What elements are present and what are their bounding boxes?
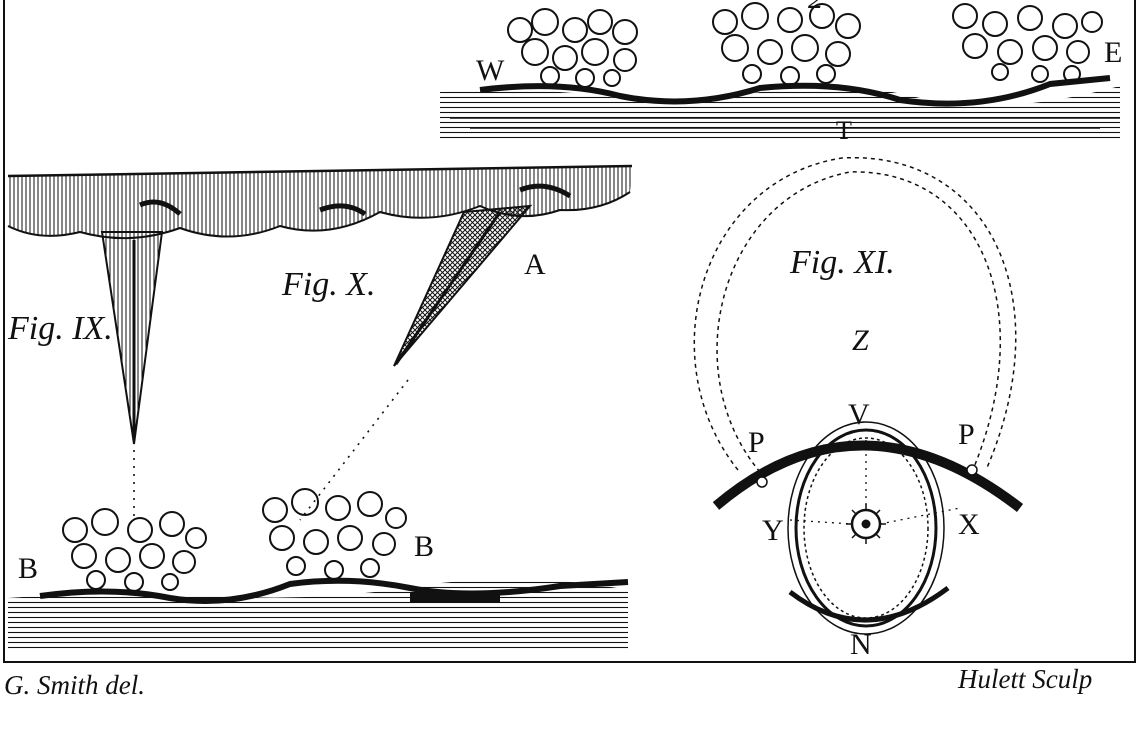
top-cloud-e	[953, 4, 1102, 82]
bottom-cloud-left	[63, 509, 206, 591]
bottom-cloud-right	[263, 489, 406, 579]
label-a: A	[524, 250, 546, 280]
label-z: Z	[852, 326, 869, 356]
label-n: N	[850, 630, 872, 660]
label-b-right: B	[414, 532, 434, 562]
fig10-caption: Fig. X.	[282, 268, 375, 302]
upper-cloud-mass	[8, 166, 632, 238]
label-e: E	[1104, 38, 1122, 68]
label-b-left: B	[18, 554, 38, 584]
label-p-left: P	[748, 428, 765, 458]
fig9-caption: Fig. IX.	[8, 312, 113, 346]
waterspout-fig10	[394, 206, 530, 366]
label-p-right: P	[958, 420, 975, 450]
top-cloud-w	[508, 9, 637, 87]
label-v: V	[848, 400, 870, 430]
top-cloud-middle	[713, 3, 860, 85]
top-ground	[440, 78, 1120, 140]
label-y: Y	[762, 516, 784, 546]
credit-engraver: Hulett Sculp	[958, 666, 1092, 693]
label-2: 2	[808, 0, 823, 14]
label-x: X	[958, 510, 980, 540]
bottom-ground	[8, 579, 628, 650]
label-w: W	[476, 56, 504, 86]
label-t: T	[836, 118, 852, 144]
fig11-caption: Fig. XI.	[790, 246, 895, 280]
credit-draughtsman: G. Smith del.	[4, 672, 145, 699]
